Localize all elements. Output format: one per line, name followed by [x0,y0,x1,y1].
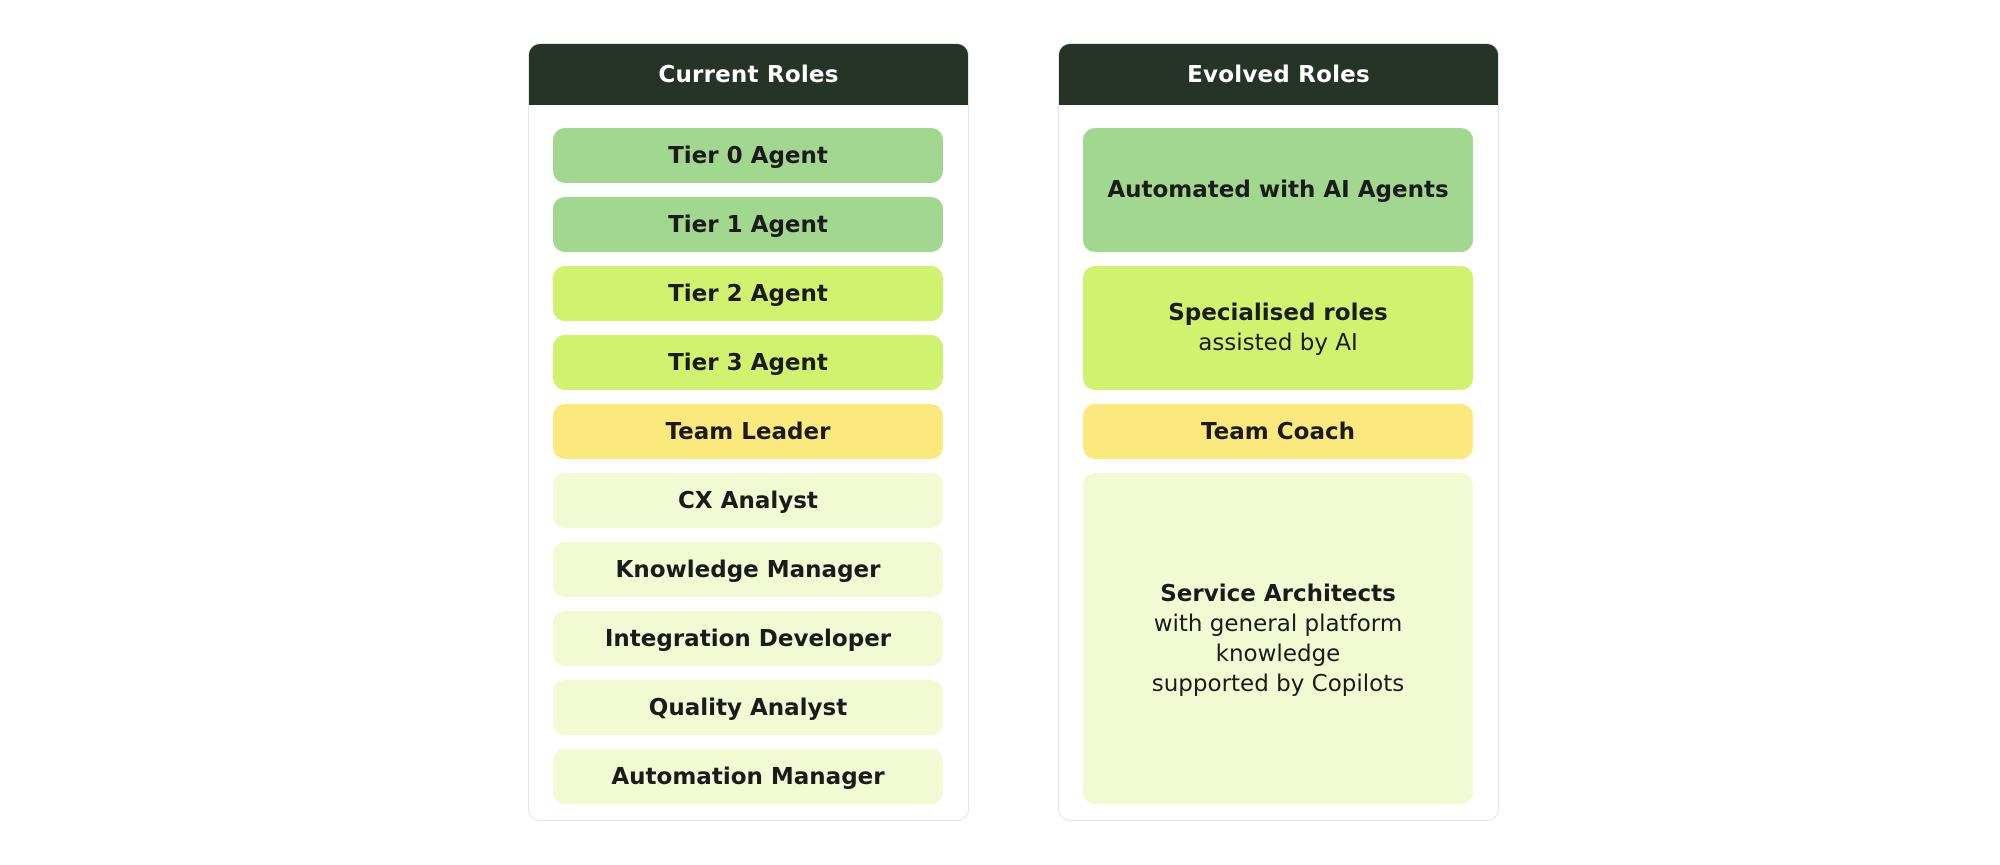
role-label: Specialised roles [1168,300,1388,326]
role-cx-analyst: CX Analyst [553,473,943,528]
role-label: Quality Analyst [648,694,848,721]
role-automation-manager: Automation Manager [553,749,943,804]
role-integration-developer: Integration Developer [553,611,943,666]
role-sublabel-line: knowledge [1215,640,1341,667]
role-label: Tier 1 Agent [668,211,828,238]
evolved-roles-panel: Evolved Roles Automated with AI Agents S… [1058,43,1499,821]
role-label: Team Leader [665,418,831,445]
role-label: Integration Developer [604,625,892,652]
role-label: Tier 0 Agent [668,142,828,169]
role-label: Knowledge Manager [615,556,881,583]
role-knowledge-manager: Knowledge Manager [553,542,943,597]
role-label: CX Analyst [678,487,818,514]
evolved-roles-header: Evolved Roles [1059,44,1498,105]
role-sublabel: assisted by AI [1198,330,1358,356]
role-label: Tier 2 Agent [668,280,828,307]
role-sublabel-line: supported by Copilots [1151,670,1405,697]
role-automated-ai-agents: Automated with AI Agents [1083,128,1473,252]
role-tier-3-agent: Tier 3 Agent [553,335,943,390]
role-tier-1-agent: Tier 1 Agent [553,197,943,252]
current-roles-panel: Current Roles Tier 0 Agent Tier 1 Agent … [528,43,969,821]
role-label: Automated with AI Agents [1107,177,1449,203]
role-label: Service Architects [1160,580,1396,607]
current-roles-header: Current Roles [529,44,968,105]
role-sublabel-line: with general platform [1153,610,1403,637]
role-tier-0-agent: Tier 0 Agent [553,128,943,183]
role-specialised-roles: Specialised roles assisted by AI [1083,266,1473,390]
role-team-coach: Team Coach [1083,404,1473,459]
role-service-architects: Service Architects with general platform… [1083,473,1473,804]
role-team-leader: Team Leader [553,404,943,459]
role-label: Tier 3 Agent [668,349,828,376]
role-tier-2-agent: Tier 2 Agent [553,266,943,321]
role-quality-analyst: Quality Analyst [553,680,943,735]
role-label: Team Coach [1201,418,1355,445]
role-label: Automation Manager [611,763,885,790]
